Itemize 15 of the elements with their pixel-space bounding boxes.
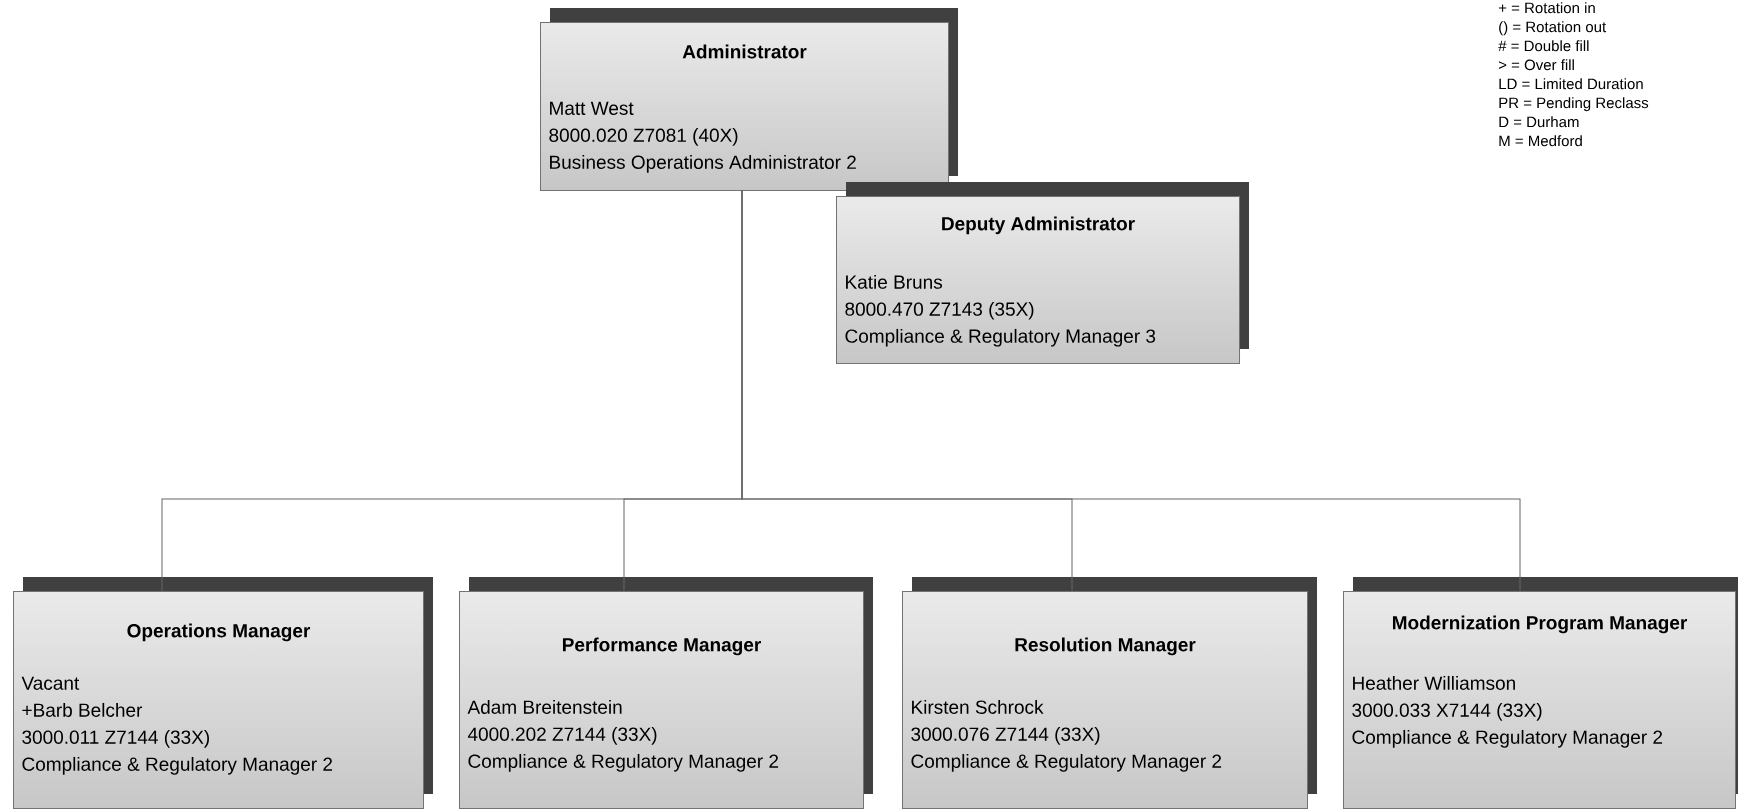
key-entry: () = Rotation out [1499, 21, 1607, 36]
position-box: Performance Manager Adam Breitenstein 4000.202 Z7144 (33X) Compliance & Regulatory Manager 2 [459, 577, 873, 809]
position-box: Operations Manager Vacant +Barb Belcher 3000.011 Z7144 (33X) Compliance & Regulatory Manager 2 [13, 577, 433, 809]
position-box: Resolution Manager Kirsten Schrock 3000.076 Z7144 (33X) Compliance & Regulatory Manager 2 [902, 577, 1317, 809]
connector-line [741, 189, 1521, 592]
position-box: Administrator Matt West 8000.020 Z7081 (40X) Business Operations Administrator 2 [540, 8, 958, 191]
key-entry: PR = Pending Reclass [1499, 97, 1649, 112]
key-entry: LD = Limited Duration [1499, 78, 1643, 90]
key-entry: M = Medford [1499, 135, 1582, 147]
key-entry: D = Durham [1499, 116, 1579, 128]
key-entry: + = Rotation in [1498, 2, 1595, 14]
position-box: Deputy Administrator Katie Bruns 8000.470 Z7143 (35X) Compliance & Regulatory Manager 3 [836, 182, 1249, 364]
key-entry: # = Double fill [1498, 40, 1589, 52]
key-entry: > = Over fill [1498, 59, 1574, 71]
position-box: Modernization Program Manager Heather Williamson 3000.033 X7144 (33X) Compliance & Regulatory Manager 2 [1343, 577, 1738, 809]
